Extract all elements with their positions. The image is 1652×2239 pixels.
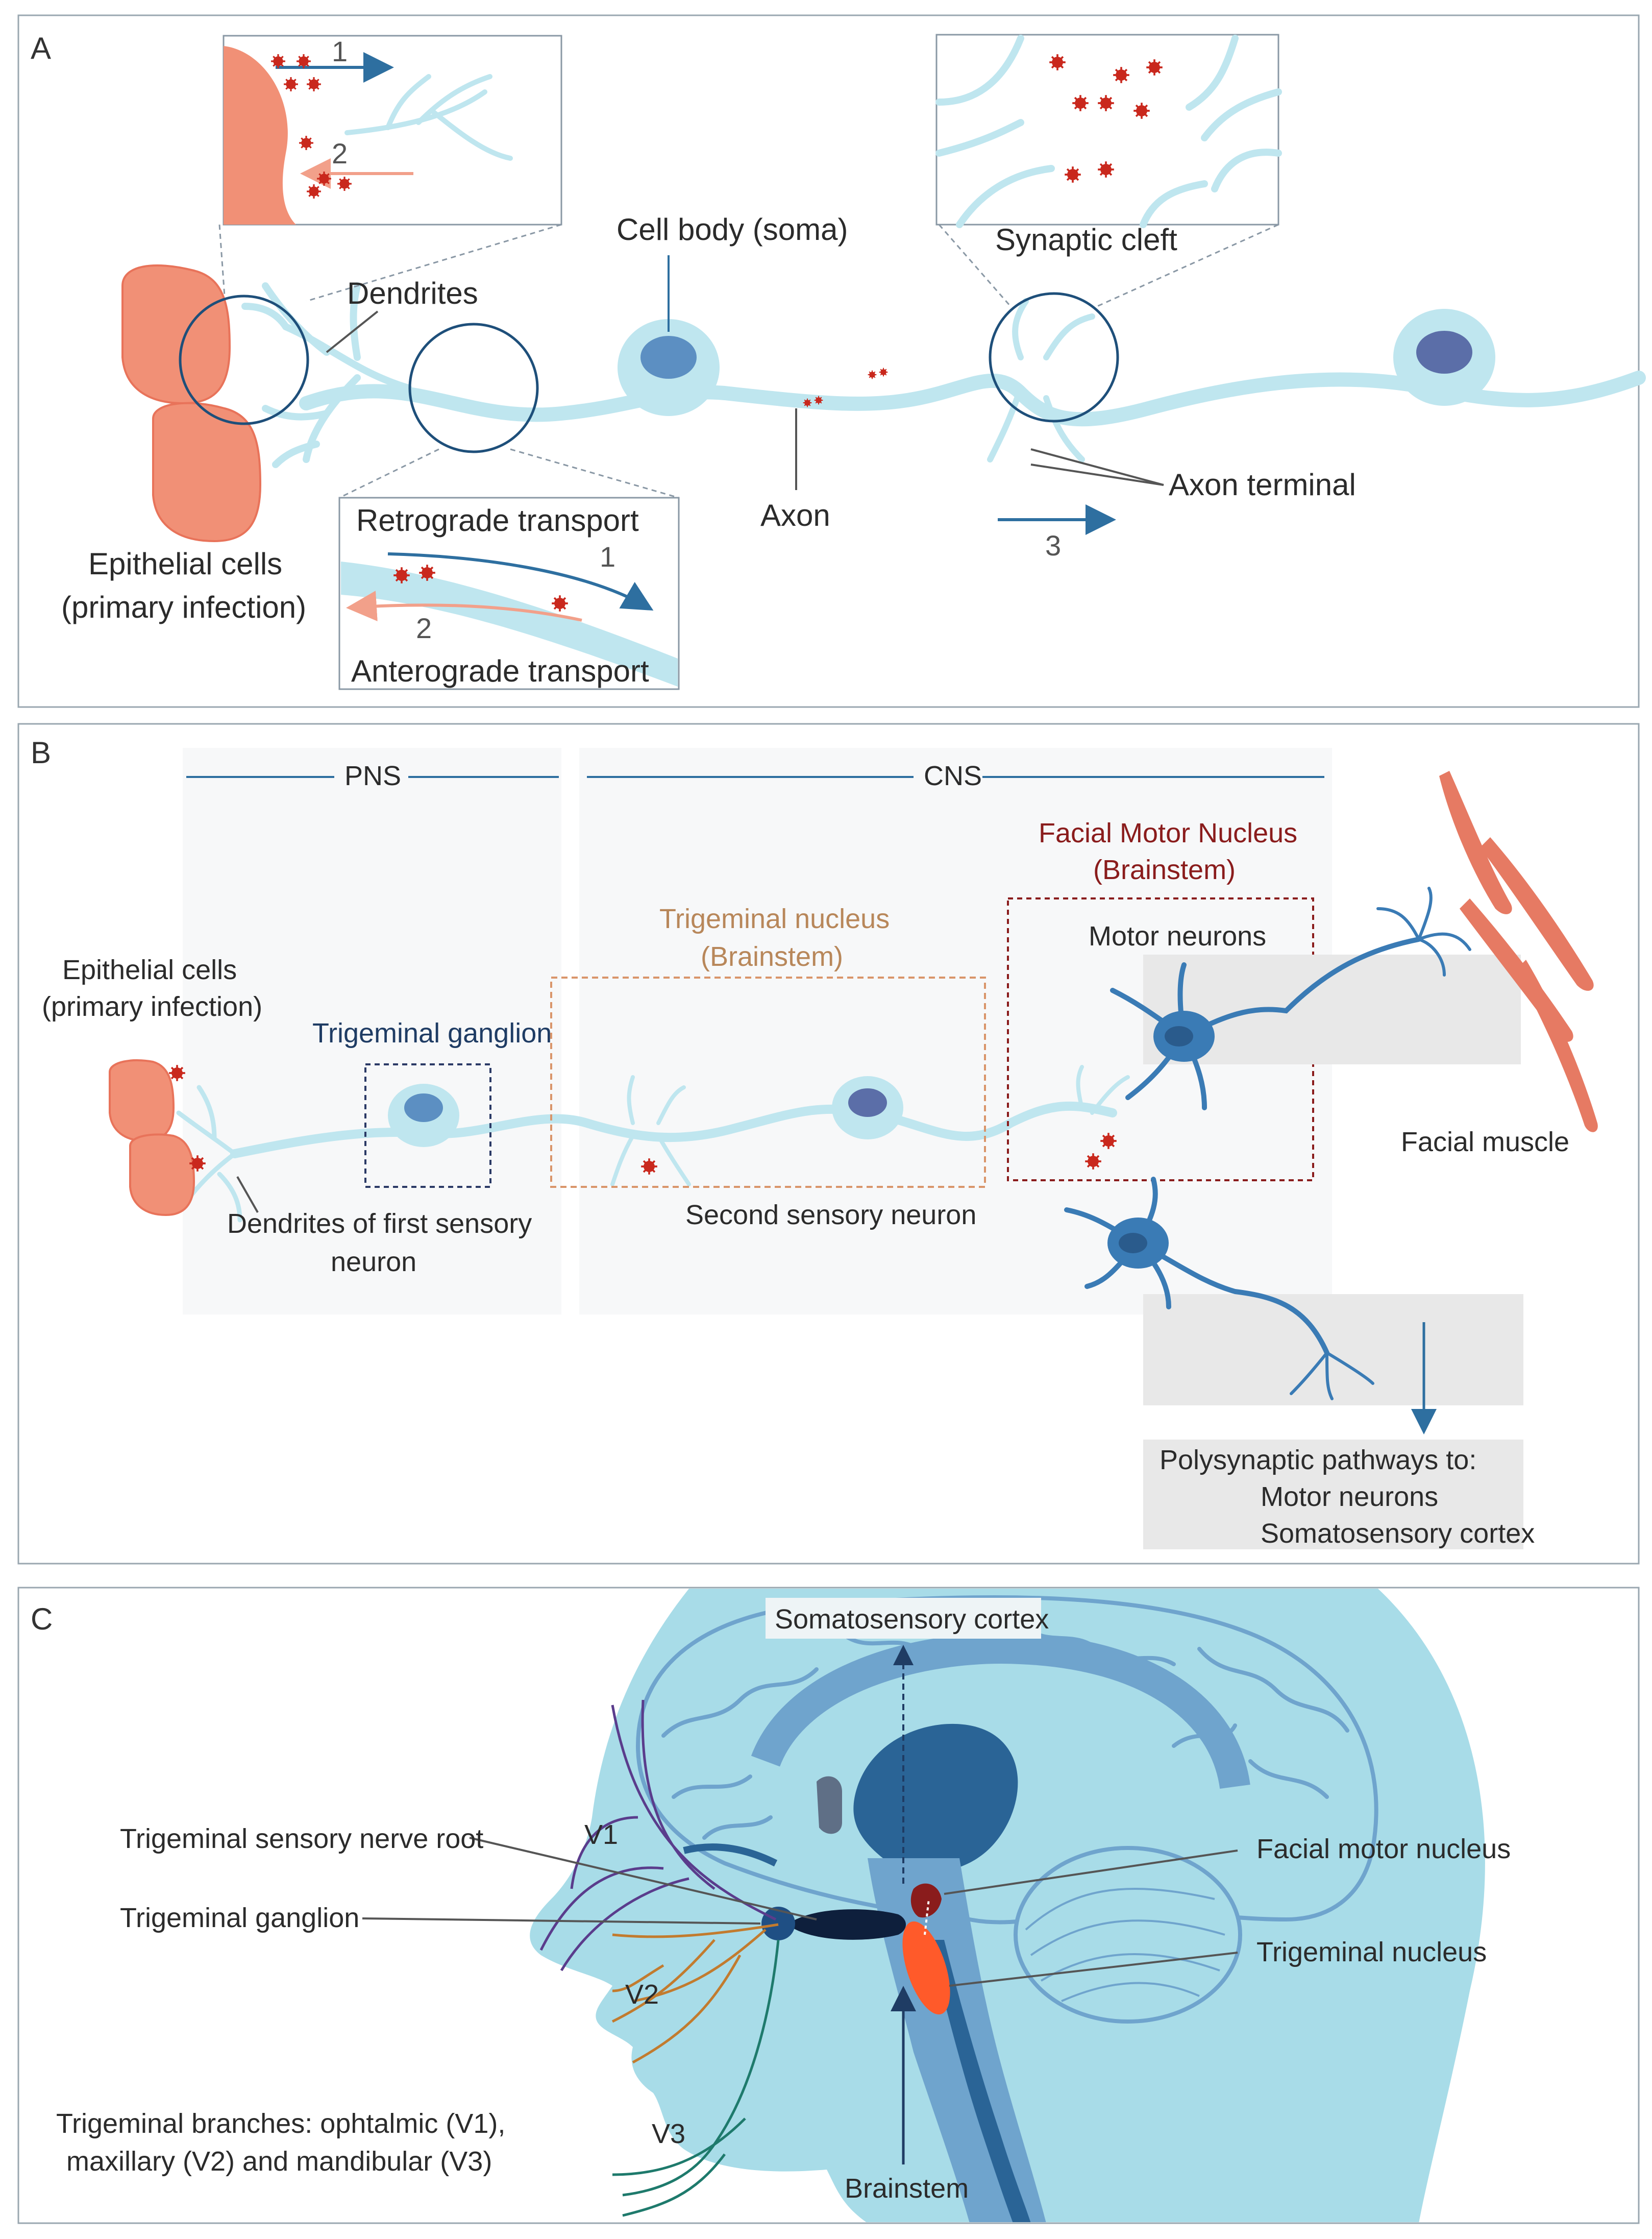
label-sensory-root: Trigeminal sensory nerve root bbox=[120, 1823, 483, 1854]
cerebellum bbox=[1014, 1846, 1242, 2024]
label-epithelial-b: Epithelial cells bbox=[62, 955, 237, 985]
label-synaptic-cleft: Synaptic cleft bbox=[995, 223, 1177, 257]
label-poly-1: Polysynaptic pathways to: bbox=[1160, 1445, 1476, 1475]
label-pns: PNS bbox=[344, 761, 401, 791]
sensory-root-shape bbox=[791, 1909, 906, 1940]
panel-c-letter: C bbox=[31, 1602, 53, 1636]
leader-dendrites bbox=[326, 310, 379, 353]
synapse-branches-b bbox=[610, 1065, 1130, 1186]
epithelial-cells-b bbox=[109, 1059, 195, 1216]
label-brainstem: Brainstem bbox=[845, 2173, 969, 2204]
panel-b: B PNS CNS bbox=[17, 723, 1640, 1565]
label-branches-1: Trigeminal branches: ophtalmic (V1), bbox=[56, 2108, 505, 2139]
pituitary bbox=[817, 1776, 842, 1834]
label-cns: CNS bbox=[924, 761, 982, 791]
label-second-neuron: Second sensory neuron bbox=[685, 1200, 976, 1230]
panel-a: A bbox=[17, 14, 1646, 708]
label-ganglion-c: Trigeminal ganglion bbox=[120, 1903, 359, 1933]
label-poly-3: Somatosensory cortex bbox=[1261, 1518, 1535, 1549]
inset-axon-transport: Retrograde transport 1 2 Anterograde tra… bbox=[338, 448, 680, 690]
label-cell-body: Cell body (soma) bbox=[617, 212, 848, 247]
label-somatosensory: Somatosensory cortex bbox=[775, 1604, 1049, 1635]
epithelial-cells-a bbox=[121, 264, 262, 543]
label-facial-motor-nucleus: Facial Motor Nucleus bbox=[1039, 818, 1297, 848]
label-branches-2: maxillary (V2) and mandibular (V3) bbox=[66, 2146, 492, 2177]
leader-dendrites-first bbox=[236, 1176, 259, 1213]
transport-num-2: 2 bbox=[416, 612, 432, 644]
transport-num-1: 1 bbox=[600, 541, 615, 573]
leader-trigeminal-nucleus bbox=[949, 1952, 1238, 1987]
label-epithelial-sub-a: (primary infection) bbox=[61, 590, 306, 624]
label-dendrites-first-2: neuron bbox=[331, 1247, 416, 1277]
facial-motor-nucleus-c bbox=[910, 1883, 942, 1918]
soma-1-nucleus bbox=[640, 336, 697, 379]
label-dendrites: Dendrites bbox=[347, 276, 478, 310]
leader-sensory-root bbox=[469, 1837, 817, 1920]
box-trigeminal-nucleus bbox=[550, 977, 986, 1188]
inset-num-2: 2 bbox=[332, 137, 348, 169]
inset-num-1: 1 bbox=[332, 35, 348, 67]
label-motor-neurons: Motor neurons bbox=[1089, 921, 1266, 952]
ganglion-shape bbox=[761, 1907, 795, 1940]
v2-branch bbox=[611, 1923, 779, 2064]
inset-dendrite-transport: 1 2 bbox=[218, 35, 562, 302]
motor-neuron bbox=[1110, 887, 1471, 1110]
leader-ganglion bbox=[362, 1917, 761, 1925]
label-trigeminal-nucleus-sub: (Brainstem) bbox=[701, 941, 843, 972]
leader-axon-terminal-1 bbox=[1030, 448, 1164, 486]
zoom-circle-dendrites bbox=[179, 295, 309, 425]
zoom-circle-synapse bbox=[989, 292, 1119, 423]
panel-c: C bbox=[17, 1587, 1640, 2224]
label-facial-motor-c: Facial motor nucleus bbox=[1256, 1834, 1511, 1864]
label-anterograde-transport: Anterograde transport bbox=[351, 654, 649, 688]
label-epithelial-a: Epithelial cells bbox=[88, 547, 282, 581]
label-axon: Axon bbox=[760, 498, 830, 532]
label-facial-motor-nucleus-sub: (Brainstem) bbox=[1093, 855, 1236, 885]
corpus-callosum bbox=[751, 1633, 1250, 1789]
zoom-circle-axon bbox=[408, 323, 539, 453]
trigeminal-nucleus-c bbox=[902, 1921, 950, 2015]
somatosensory-bg bbox=[766, 1598, 1041, 1639]
v3-branch bbox=[612, 1939, 780, 2217]
v1-branch bbox=[539, 1699, 777, 1972]
cerebellum-folia bbox=[1025, 1888, 1225, 2002]
label-poly-2: Motor neurons bbox=[1261, 1481, 1438, 1512]
leader-axon-terminal-2 bbox=[1030, 464, 1164, 486]
label-epithelial-sub-b: (primary infection) bbox=[42, 991, 262, 1022]
inset-synaptic-cleft bbox=[935, 34, 1282, 307]
pathway-neuron bbox=[1064, 1177, 1374, 1400]
label-trigeminal-nucleus: Trigeminal nucleus bbox=[659, 904, 890, 934]
label-v3: V3 bbox=[652, 2119, 685, 2149]
axon-terminal-branches bbox=[987, 298, 1095, 463]
facial-muscle bbox=[1439, 771, 1598, 1132]
panel-b-letter: B bbox=[31, 736, 51, 770]
panel-a-letter: A bbox=[31, 31, 51, 65]
leader-facial-motor bbox=[944, 1849, 1238, 1895]
soma-2-nucleus bbox=[1416, 331, 1472, 374]
poly-box bbox=[1143, 1440, 1523, 1549]
box-trigeminal-ganglion bbox=[364, 1063, 491, 1188]
pathway-axon-band bbox=[1143, 1294, 1523, 1405]
label-facial-muscle: Facial muscle bbox=[1401, 1127, 1569, 1157]
label-trigeminal-ganglion-b: Trigeminal ganglion bbox=[312, 1018, 552, 1049]
label-v1: V1 bbox=[584, 1819, 618, 1850]
transport-arrow-anterograde bbox=[346, 591, 582, 622]
label-axon-terminal: Axon terminal bbox=[1169, 468, 1356, 502]
num-3: 3 bbox=[1045, 529, 1061, 562]
pns-region bbox=[183, 748, 561, 1315]
label-v2: V2 bbox=[625, 1979, 659, 2010]
label-retrograde-transport: Retrograde transport bbox=[356, 503, 639, 538]
spinal-core bbox=[929, 1940, 1031, 2222]
label-trigeminal-nucleus-c: Trigeminal nucleus bbox=[1256, 1937, 1487, 1967]
label-dendrites-first: Dendrites of first sensory bbox=[227, 1208, 532, 1239]
transport-arrow-retrograde bbox=[387, 552, 654, 611]
thalamus bbox=[853, 1723, 1018, 1872]
